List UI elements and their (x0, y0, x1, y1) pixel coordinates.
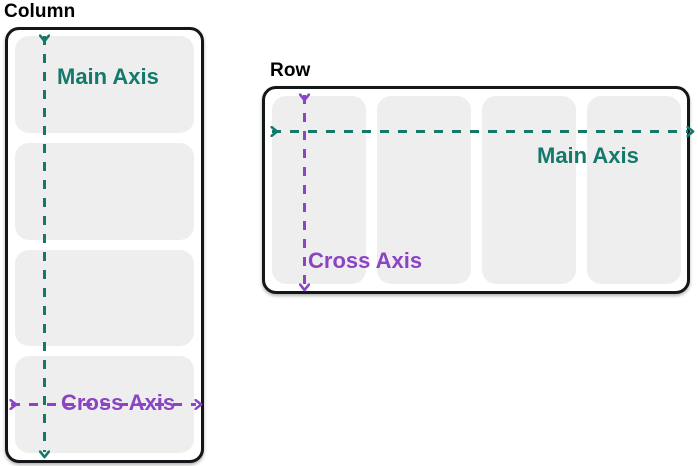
column-flex-container (5, 27, 204, 463)
column-flex-item (15, 142, 194, 240)
row-flex-item (272, 96, 366, 284)
row-block-caption: Row (270, 60, 311, 81)
column-block-caption: Column (4, 1, 76, 22)
row-flex-item (587, 96, 681, 284)
column-flex-item (15, 36, 194, 133)
row-flex-item (377, 96, 471, 284)
row-flex-item (482, 96, 576, 284)
column-flex-item (15, 249, 194, 347)
column-flex-item (15, 356, 194, 453)
row-flex-container (262, 86, 690, 294)
